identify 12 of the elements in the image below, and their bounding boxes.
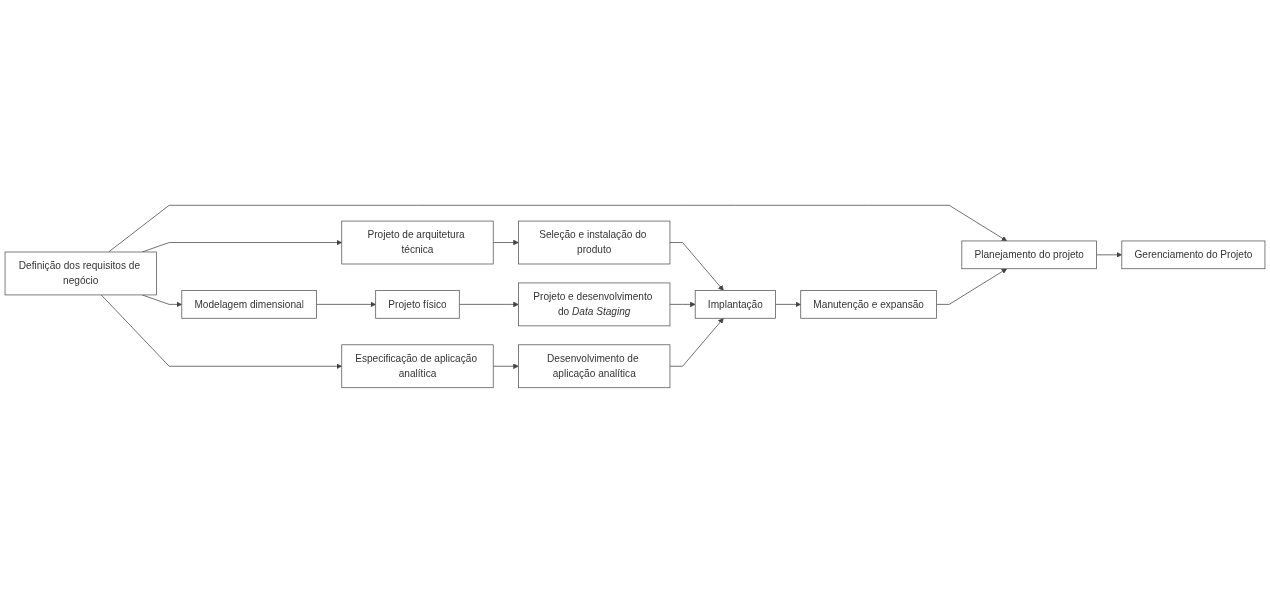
node-box: Modelagem dimensional xyxy=(181,290,317,319)
node-box: Seleção e instalação do produto xyxy=(518,220,671,265)
node-box: Implantação xyxy=(694,290,776,319)
node-box: Especificação de aplicação analítica xyxy=(341,344,494,389)
node-box: Planejamento do projeto xyxy=(961,240,1097,270)
node-box: Definição dos requisitos de negócio xyxy=(4,251,157,296)
node-box: Desenvolvimento de aplicação analítica xyxy=(518,344,671,389)
node-box: Projeto e desenvolvimento do Data Staging xyxy=(518,282,671,327)
node-box: Gerenciamento do Projeto xyxy=(1121,240,1266,270)
node-box: Projeto de arquitetura técnica xyxy=(341,220,494,265)
node-box: Manutenção e expansão xyxy=(800,290,937,319)
node-box: Projeto físico xyxy=(375,290,460,319)
